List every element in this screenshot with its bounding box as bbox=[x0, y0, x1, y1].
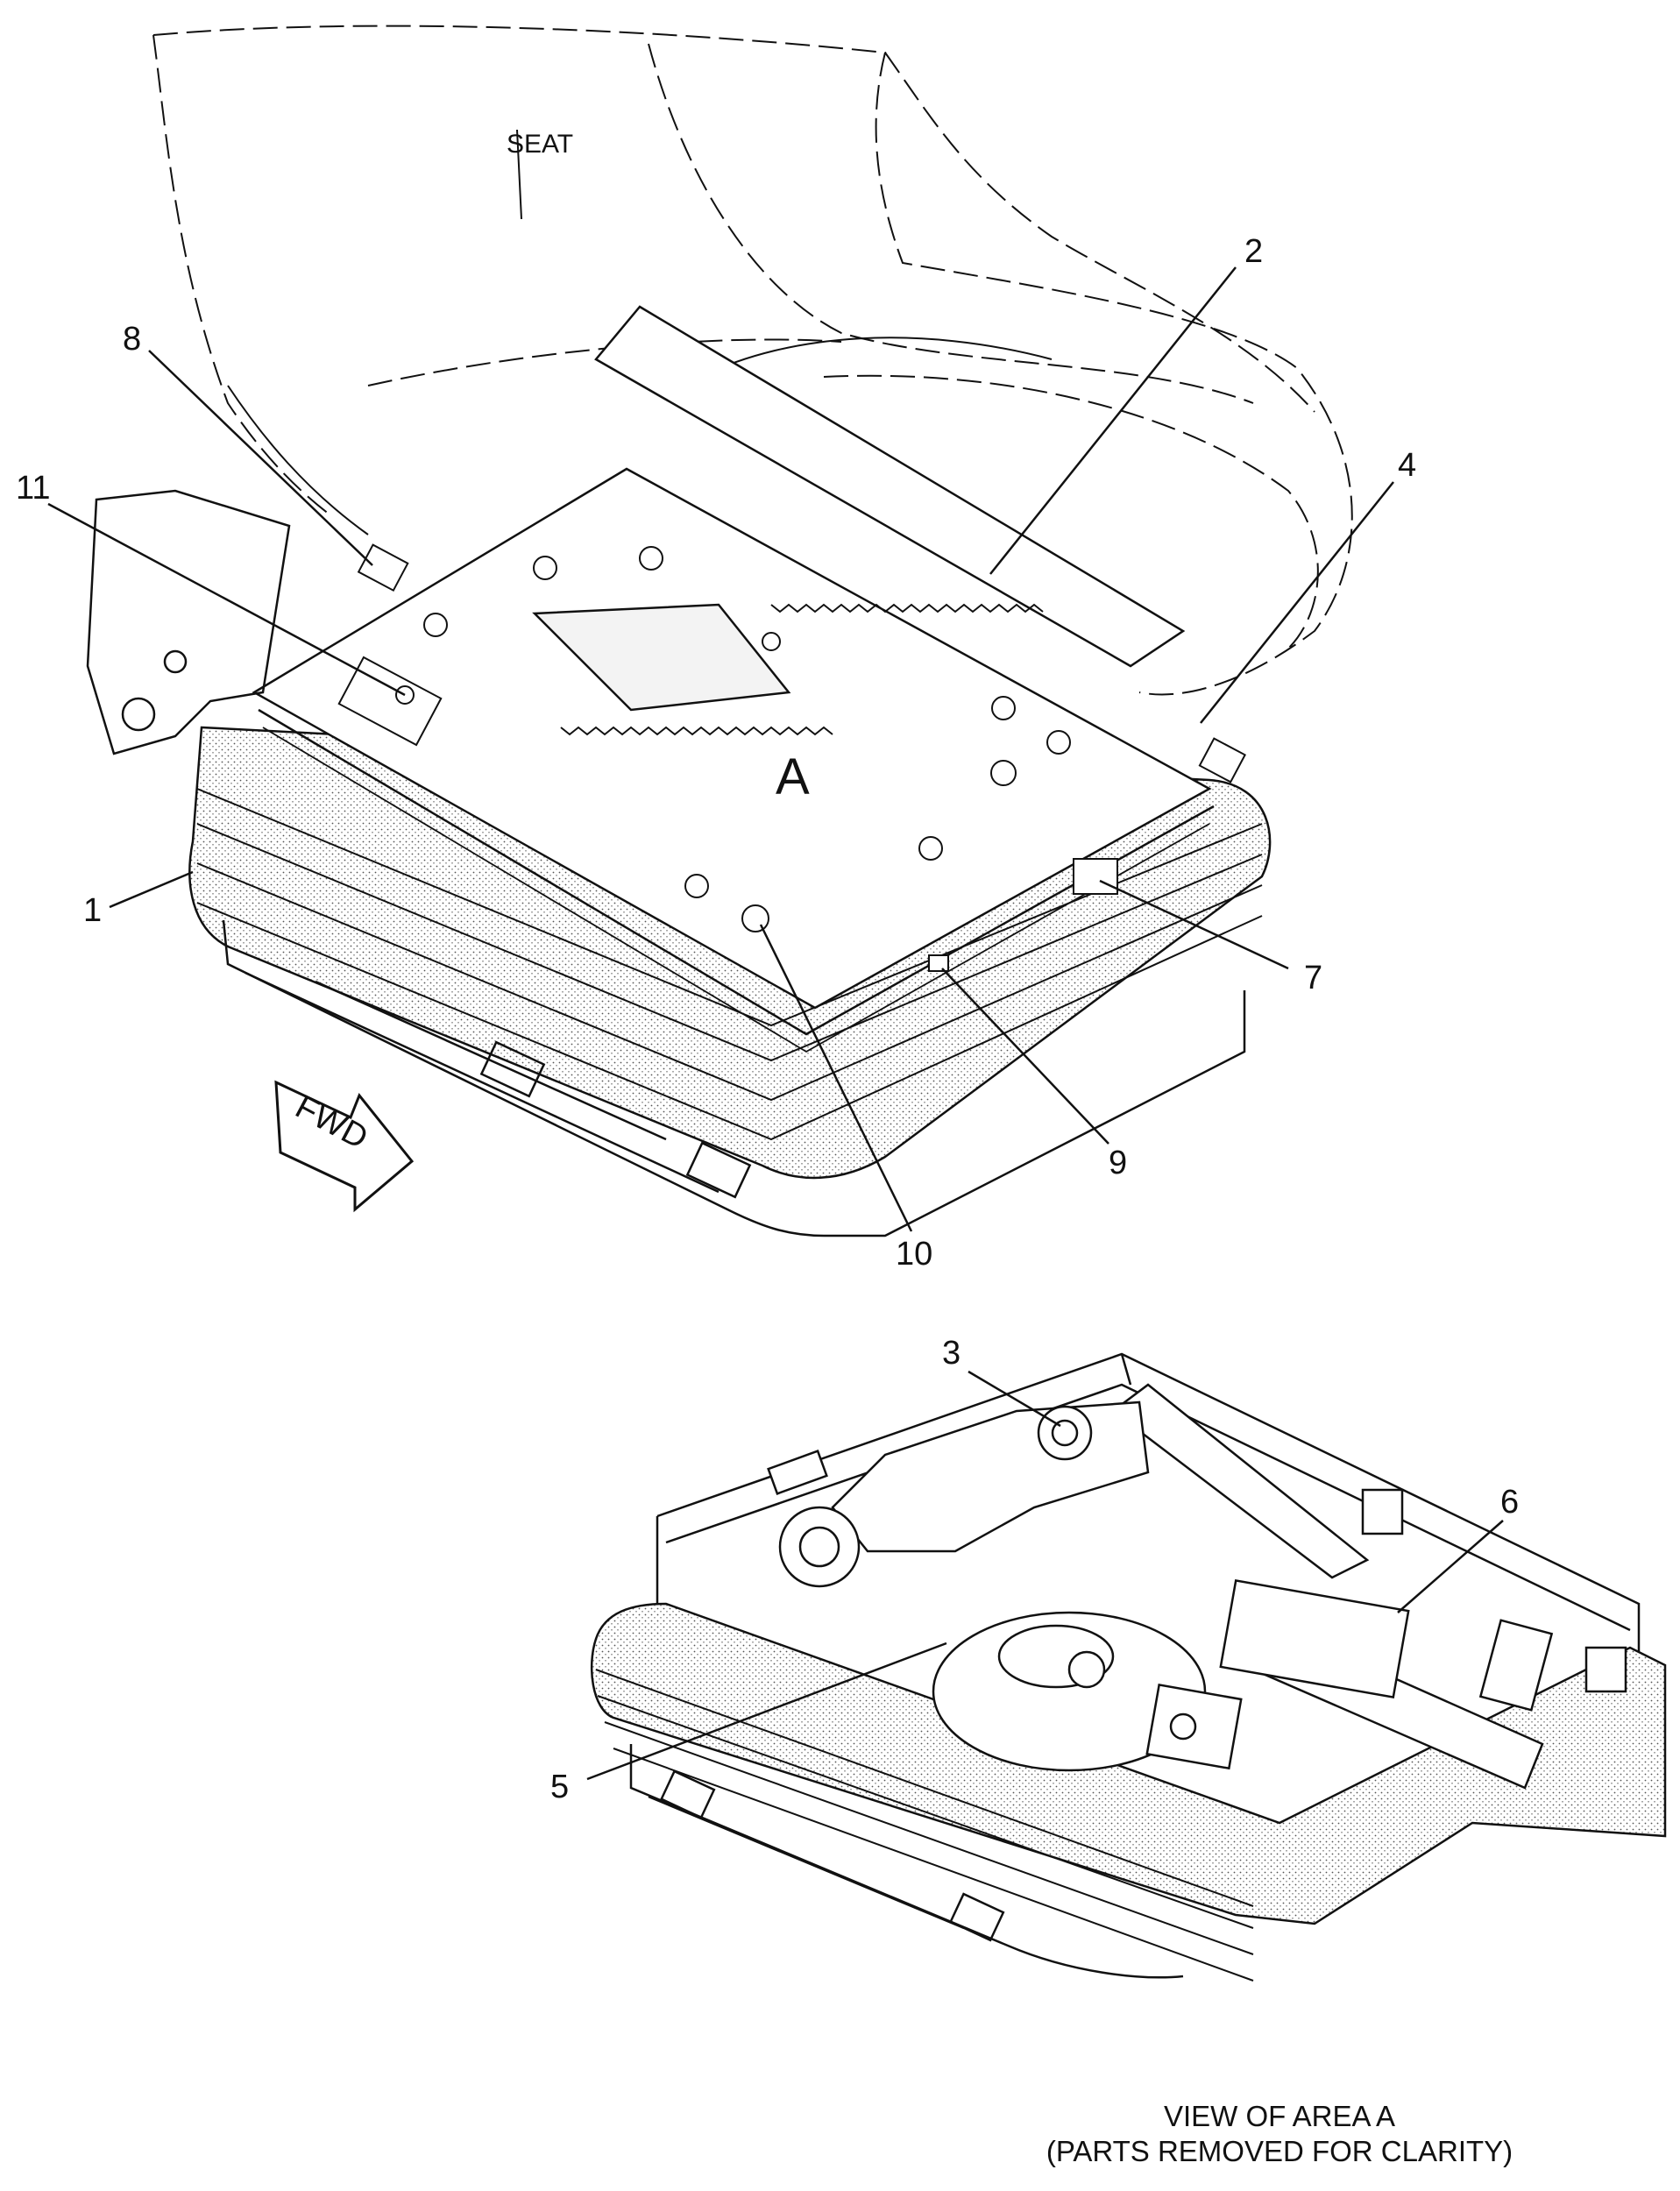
callout-1: 1 bbox=[83, 892, 103, 929]
detail-base-rail bbox=[629, 1744, 1184, 1979]
callout-4: 4 bbox=[1398, 447, 1417, 484]
callout-8: 8 bbox=[123, 321, 142, 358]
leader-lines-top bbox=[47, 266, 1394, 1232]
callout-9: 9 bbox=[1109, 1145, 1128, 1181]
plate-bolts bbox=[337, 546, 1071, 932]
callout-10: 10 bbox=[896, 1236, 933, 1273]
view-caption: VIEW OF AREA A (PARTS REMOVED FOR CLARIT… bbox=[946, 2099, 1613, 2169]
fwd-arrow bbox=[274, 1080, 415, 1213]
seat-solid-edges bbox=[227, 129, 1053, 535]
side-bracket bbox=[86, 489, 291, 755]
callout-2: 2 bbox=[1244, 233, 1264, 270]
base-rail bbox=[222, 919, 1246, 1237]
detail-cushion bbox=[591, 1602, 1667, 1982]
seat-label: SEAT bbox=[507, 130, 574, 159]
inner-mechanism bbox=[767, 1383, 1627, 1790]
leader-lines-bottom bbox=[586, 1370, 1504, 1781]
callout-3: 3 bbox=[942, 1335, 961, 1372]
callout-7: 7 bbox=[1304, 960, 1323, 996]
rack-teeth bbox=[560, 603, 1044, 736]
caption-line-2: (PARTS REMOVED FOR CLARITY) bbox=[1046, 2135, 1513, 2167]
caption-line-1: VIEW OF AREA A bbox=[1163, 2100, 1396, 2132]
top-connectors bbox=[357, 543, 1246, 972]
callout-6: 6 bbox=[1500, 1484, 1520, 1521]
callout-11: 11 bbox=[16, 470, 51, 507]
area-a-label: A bbox=[776, 748, 810, 805]
callout-5: 5 bbox=[550, 1769, 570, 1805]
